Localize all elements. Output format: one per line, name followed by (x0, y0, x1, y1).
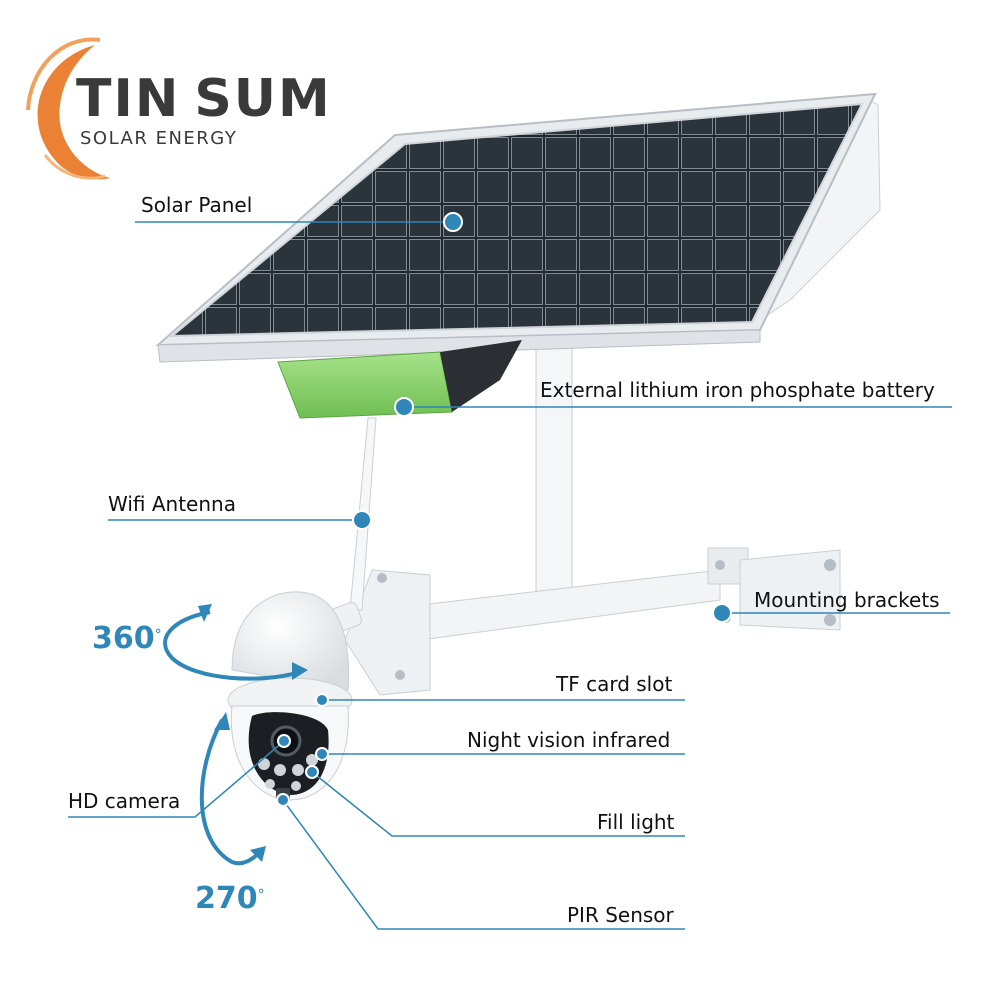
brand-tagline: SOLAR ENERGY (80, 128, 238, 149)
brand-logo-mark (26, 37, 110, 180)
pan-degree-symbol: ° (154, 627, 162, 643)
pan-degrees: 360° (92, 622, 162, 656)
mounting-pole (419, 344, 841, 641)
label-hd-camera: HD camera (68, 789, 181, 813)
label-night-vision: Night vision infrared (467, 728, 671, 752)
tilt-degrees-value: 270 (195, 881, 258, 916)
pan-rotation-arrow (163, 604, 308, 681)
brand-name-part1: TIN (76, 69, 181, 129)
brand-name-part2: SUM (194, 69, 332, 129)
pan-degrees-value: 360 (92, 621, 155, 656)
label-solar-panel: Solar Panel (141, 193, 253, 217)
callout-dots (276, 212, 732, 807)
tilt-degree-symbol: ° (257, 887, 265, 903)
label-wifi-antenna: Wifi Antenna (108, 492, 236, 516)
ptz-camera (227, 591, 353, 801)
label-battery: External lithium iron phosphate battery (540, 378, 935, 402)
label-mounting-brackets: Mounting brackets (754, 588, 940, 612)
solar-panel (155, 92, 881, 363)
tilt-rotation-arrow (199, 712, 266, 866)
callout-lines (68, 221, 952, 930)
label-pir-sensor: PIR Sensor (567, 903, 674, 927)
tilt-degrees: 270° (195, 882, 265, 916)
label-fill-light: Fill light (597, 810, 675, 834)
label-tf-card-slot: TF card slot (556, 672, 673, 696)
